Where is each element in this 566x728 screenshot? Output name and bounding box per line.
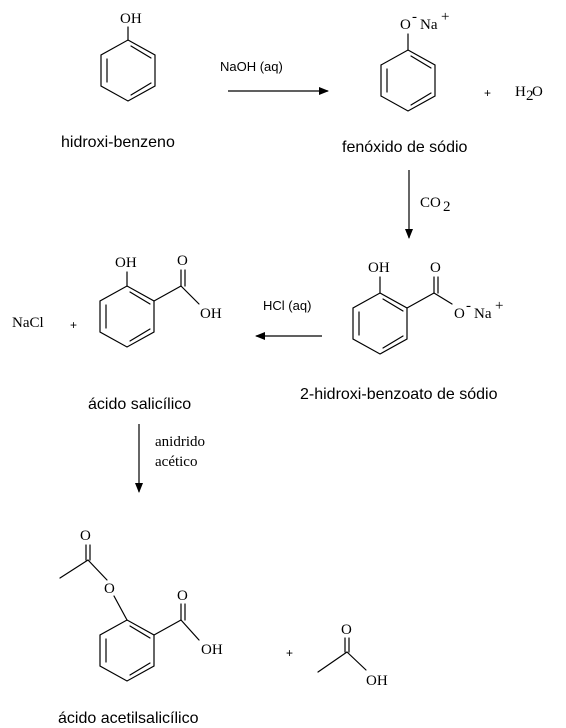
phenol-oh-label: OH (120, 11, 142, 27)
salicylic-carbonyl-o: O (177, 253, 188, 269)
salicylate-na-label: Na (474, 306, 492, 322)
phenol-structure (100, 26, 156, 102)
acetic-o-label: O (341, 622, 352, 638)
reagent-anhydride-line1: anidrido (155, 434, 205, 450)
salicylic-oh-phenol: OH (115, 255, 137, 271)
salicylic-oh-acid: OH (200, 306, 222, 322)
water-subscript: 2 (526, 88, 534, 104)
salicylate-structure (352, 276, 453, 355)
phenoxide-minus: - (412, 9, 417, 25)
salicylic-acid-name: ácido salicílico (88, 396, 191, 413)
salicylic-acid-structure (99, 269, 200, 348)
phenoxide-name: fenóxido de sódio (342, 139, 468, 156)
water-o: O (532, 84, 543, 100)
salicylate-o-label: O (454, 306, 465, 322)
salicylate-oh-label: OH (368, 260, 390, 276)
phenoxide-o-label: O (400, 17, 411, 33)
salicylate-carbonyl-o: O (430, 260, 441, 276)
acetic-oh-label: OH (366, 673, 388, 689)
aspirin-structure (59, 544, 200, 682)
aspirin-name: ácido acetilsalicílico (58, 710, 199, 727)
phenoxide-plus: + (441, 9, 449, 25)
salicylate-minus: - (466, 298, 471, 314)
nacl-label: NaCl (12, 315, 44, 331)
water-h: H (515, 84, 526, 100)
reagent-naoh: NaOH (aq) (220, 59, 283, 74)
salicylate-plus: + (495, 298, 503, 314)
reagent-co2: CO (420, 195, 441, 211)
phenoxide-na-label: Na (420, 17, 438, 33)
aspirin-oh-label: OH (201, 642, 223, 658)
plus-water: + (484, 86, 491, 100)
aspirin-carbonyl-o: O (177, 588, 188, 604)
aspirin-acetyl-o: O (80, 528, 91, 544)
acetic-acid-structure (317, 637, 367, 673)
aspirin-ester-o: O (104, 581, 115, 597)
salicylate-name: 2-hidroxi-benzoato de sódio (300, 386, 498, 403)
plus-acetic-acid: + (286, 646, 293, 660)
plus-nacl: + (70, 318, 77, 332)
reagent-anhydride-line2: acético (155, 454, 197, 470)
phenoxide-structure (380, 33, 436, 112)
phenol-name: hidroxi-benzeno (61, 134, 175, 151)
reagent-hcl: HCl (aq) (263, 298, 311, 313)
reagent-co2-subscript: 2 (443, 199, 451, 215)
